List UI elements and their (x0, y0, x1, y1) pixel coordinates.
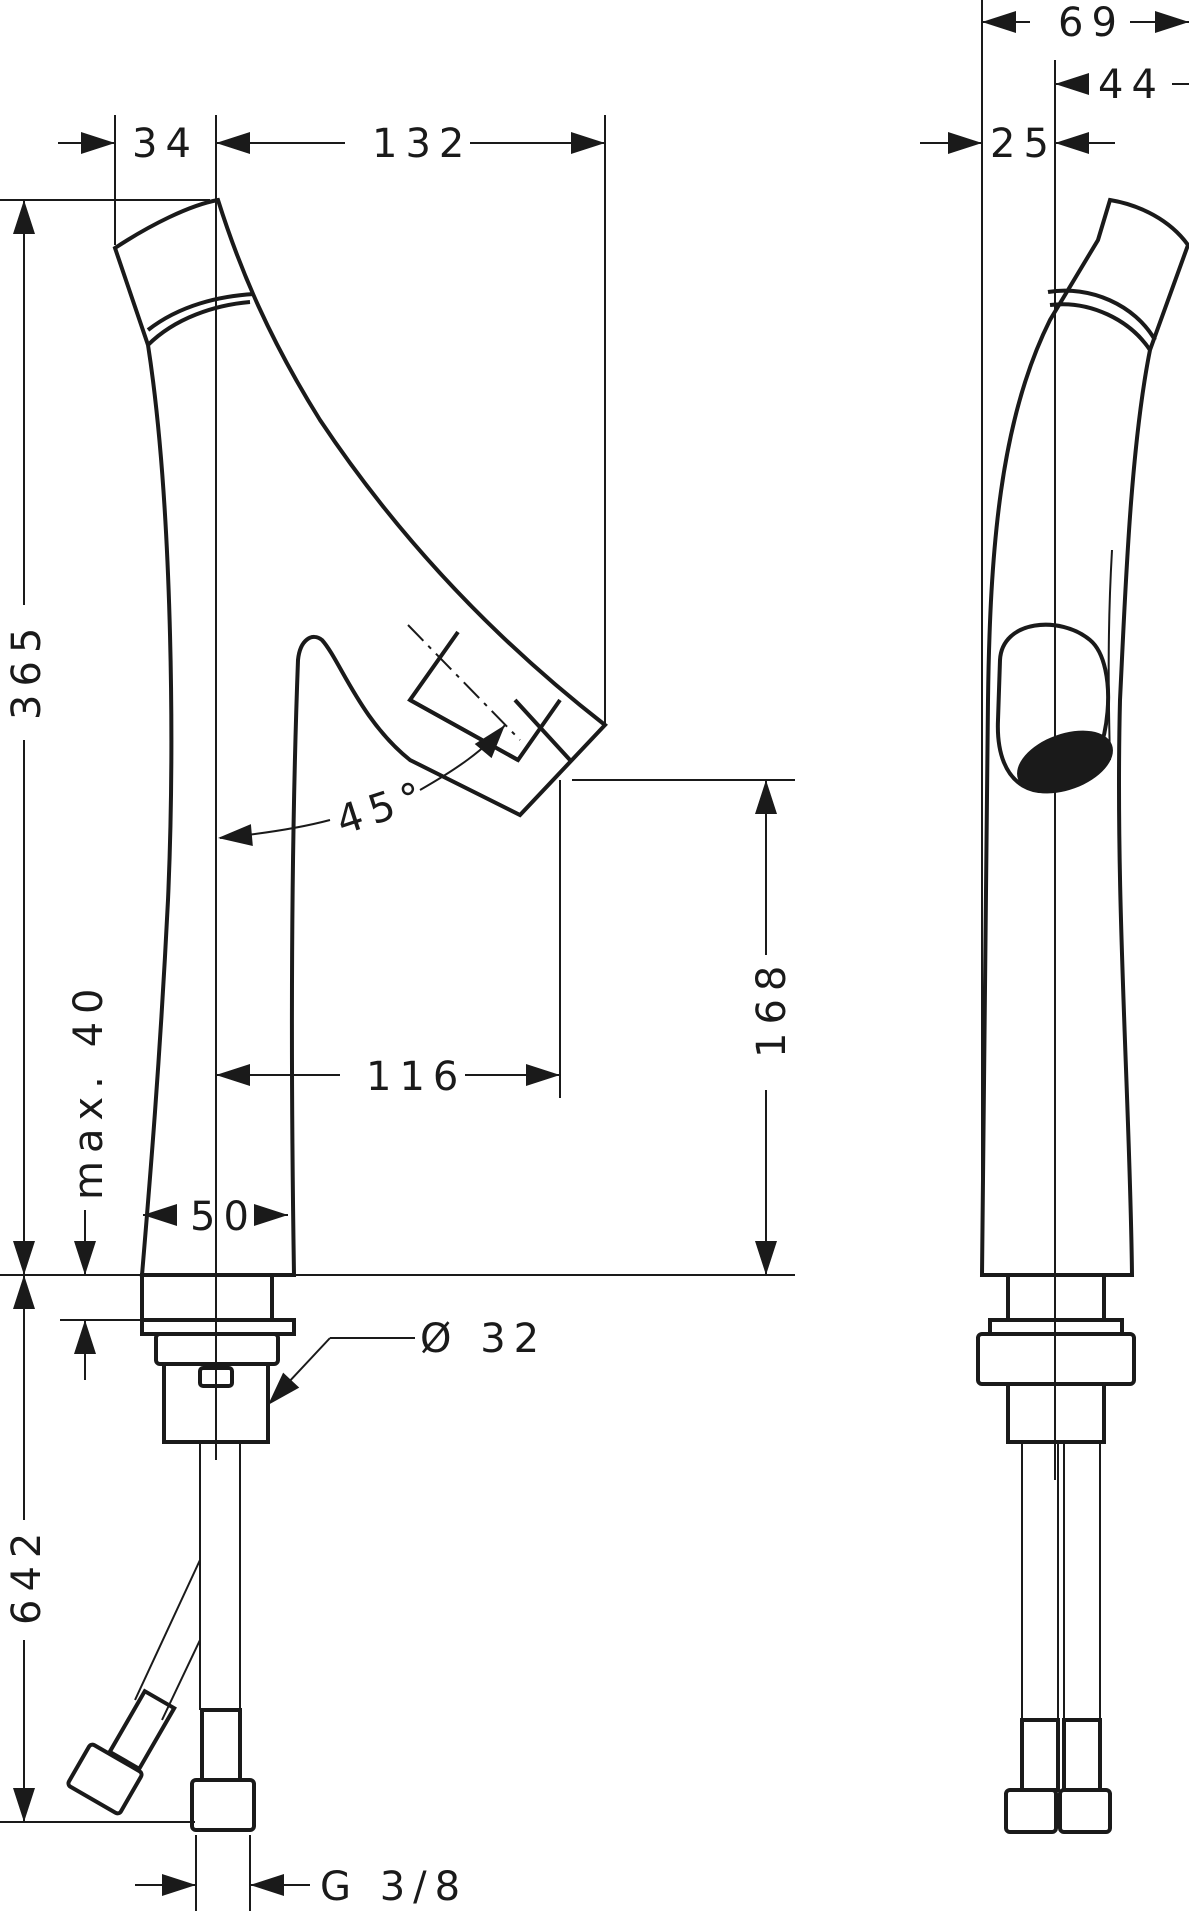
dim-365: 365 (4, 200, 50, 1275)
faucet-body-side (979, 197, 1189, 1277)
dim-642-label: 642 (4, 1525, 50, 1625)
faucet-body-front (112, 197, 608, 1277)
front-reference-lines (0, 115, 795, 1911)
side-view: 69 44 25 (920, 0, 1189, 1834)
supply-hoses-side (1004, 1442, 1112, 1834)
dim-116: 116 (216, 1054, 560, 1100)
dim-50-label: 50 (190, 1194, 257, 1240)
dim-50: 50 (143, 1194, 288, 1240)
dim-69-label: 69 (1058, 0, 1125, 46)
dim-diameter-32: Ø 32 (259, 1316, 547, 1413)
spout-axis-line (407, 624, 521, 741)
dim-34: 34 (58, 121, 250, 167)
dim-thread-label: G 3/8 (320, 1864, 468, 1910)
dim-25-label: 25 (990, 121, 1057, 167)
dim-69: 69 (982, 0, 1189, 46)
dim-max-40: max. 40 (66, 981, 112, 1380)
dim-365-label: 365 (4, 620, 50, 720)
dim-168-label: 168 (749, 958, 795, 1058)
dim-132-label: 132 (372, 121, 472, 167)
dim-44-label: 44 (1098, 62, 1165, 108)
dim-45-label: 45° (331, 771, 435, 844)
dim-max-40-label: max. 40 (66, 981, 112, 1200)
dim-34-label: 34 (132, 121, 199, 167)
dim-642: 642 (4, 1275, 50, 1822)
supply-hoses-front (66, 1442, 256, 1832)
dim-132: 132 (216, 121, 605, 167)
dim-168: 168 (749, 780, 795, 1275)
dim-diameter-32-label: Ø 32 (420, 1316, 547, 1362)
dim-25: 25 (920, 121, 1115, 167)
mounting-shank-front (140, 1273, 296, 1444)
dim-116-label: 116 (366, 1054, 466, 1100)
aerator-icon (1017, 730, 1113, 794)
dim-thread: G 3/8 (135, 1864, 468, 1910)
side-reference-lines (981, 0, 1056, 1480)
dim-44: 44 (1055, 62, 1189, 108)
front-view: 34 132 365 45° (0, 115, 795, 1911)
